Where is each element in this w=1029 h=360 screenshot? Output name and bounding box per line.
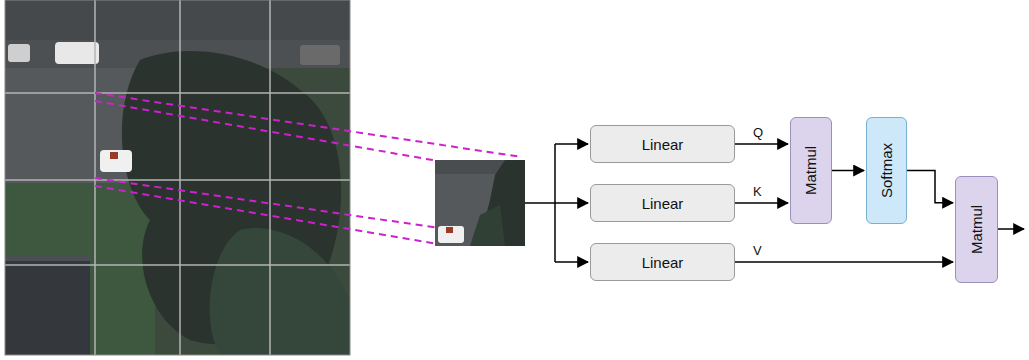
node-label: Linear	[642, 136, 684, 153]
edge-label: V	[751, 244, 764, 258]
connector-arrow	[735, 261, 953, 263]
linear-layer: Linear	[590, 243, 735, 281]
node-label: Matmul	[968, 205, 985, 254]
linear-layer: Linear	[590, 184, 735, 222]
node-label: Matmul	[803, 146, 820, 195]
aerial-photo	[5, 0, 350, 355]
connector-arrow	[735, 202, 788, 204]
image-patch	[435, 160, 525, 246]
matmul-op: Matmul	[955, 176, 998, 283]
node-label: Softmax	[878, 143, 895, 198]
connector-arrow	[735, 143, 788, 145]
edge-label: Q	[751, 126, 765, 140]
node-label: Linear	[642, 254, 684, 271]
linear-layer: Linear	[590, 125, 735, 163]
connector-arrow	[907, 171, 953, 203]
connector-arrow	[832, 170, 864, 172]
softmax-op: Softmax	[866, 117, 907, 224]
matmul-op: Matmul	[790, 117, 832, 224]
edge-label: K	[751, 185, 764, 199]
node-label: Linear	[642, 195, 684, 212]
